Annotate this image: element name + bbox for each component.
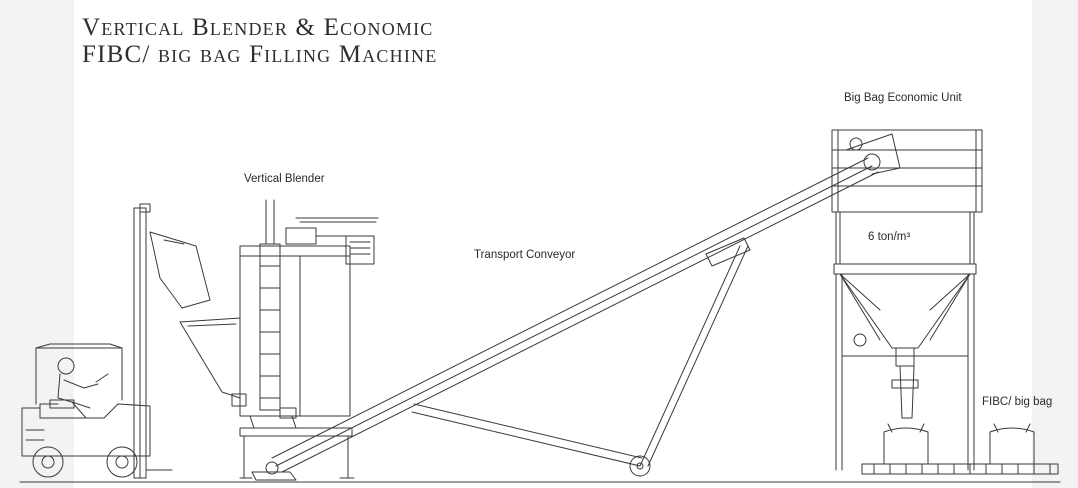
- label-capacity: 6 ton/m³: [868, 231, 911, 243]
- big-bag-unit: [832, 130, 1058, 474]
- label-vertical-blender: Vertical Blender: [244, 173, 325, 185]
- forklift: [22, 204, 210, 478]
- forklift-front-wheel: [107, 447, 137, 477]
- fibc-bag-filled: [990, 428, 1034, 464]
- label-transport-conveyor: Transport Conveyor: [474, 249, 576, 261]
- diagram-title: Vertical Blender & Economic FIBC/ big ba…: [82, 14, 437, 68]
- vertical-blender: [180, 200, 378, 478]
- fibc-bag-filling: [884, 428, 928, 464]
- transport-conveyor: [252, 134, 900, 480]
- title-line-1: Vertical Blender & Economic: [82, 14, 434, 41]
- label-fibc-bag: FIBC/ big bag: [982, 396, 1053, 408]
- diagram-panel: [74, 0, 1032, 488]
- label-big-bag-unit: Big Bag Economic Unit: [844, 92, 962, 104]
- driver-head: [58, 358, 74, 374]
- conveyor-wheel: [630, 456, 650, 476]
- forklift-rear-wheel: [33, 447, 63, 477]
- title-line-2: FIBC/ big bag Filling Machine: [82, 41, 438, 68]
